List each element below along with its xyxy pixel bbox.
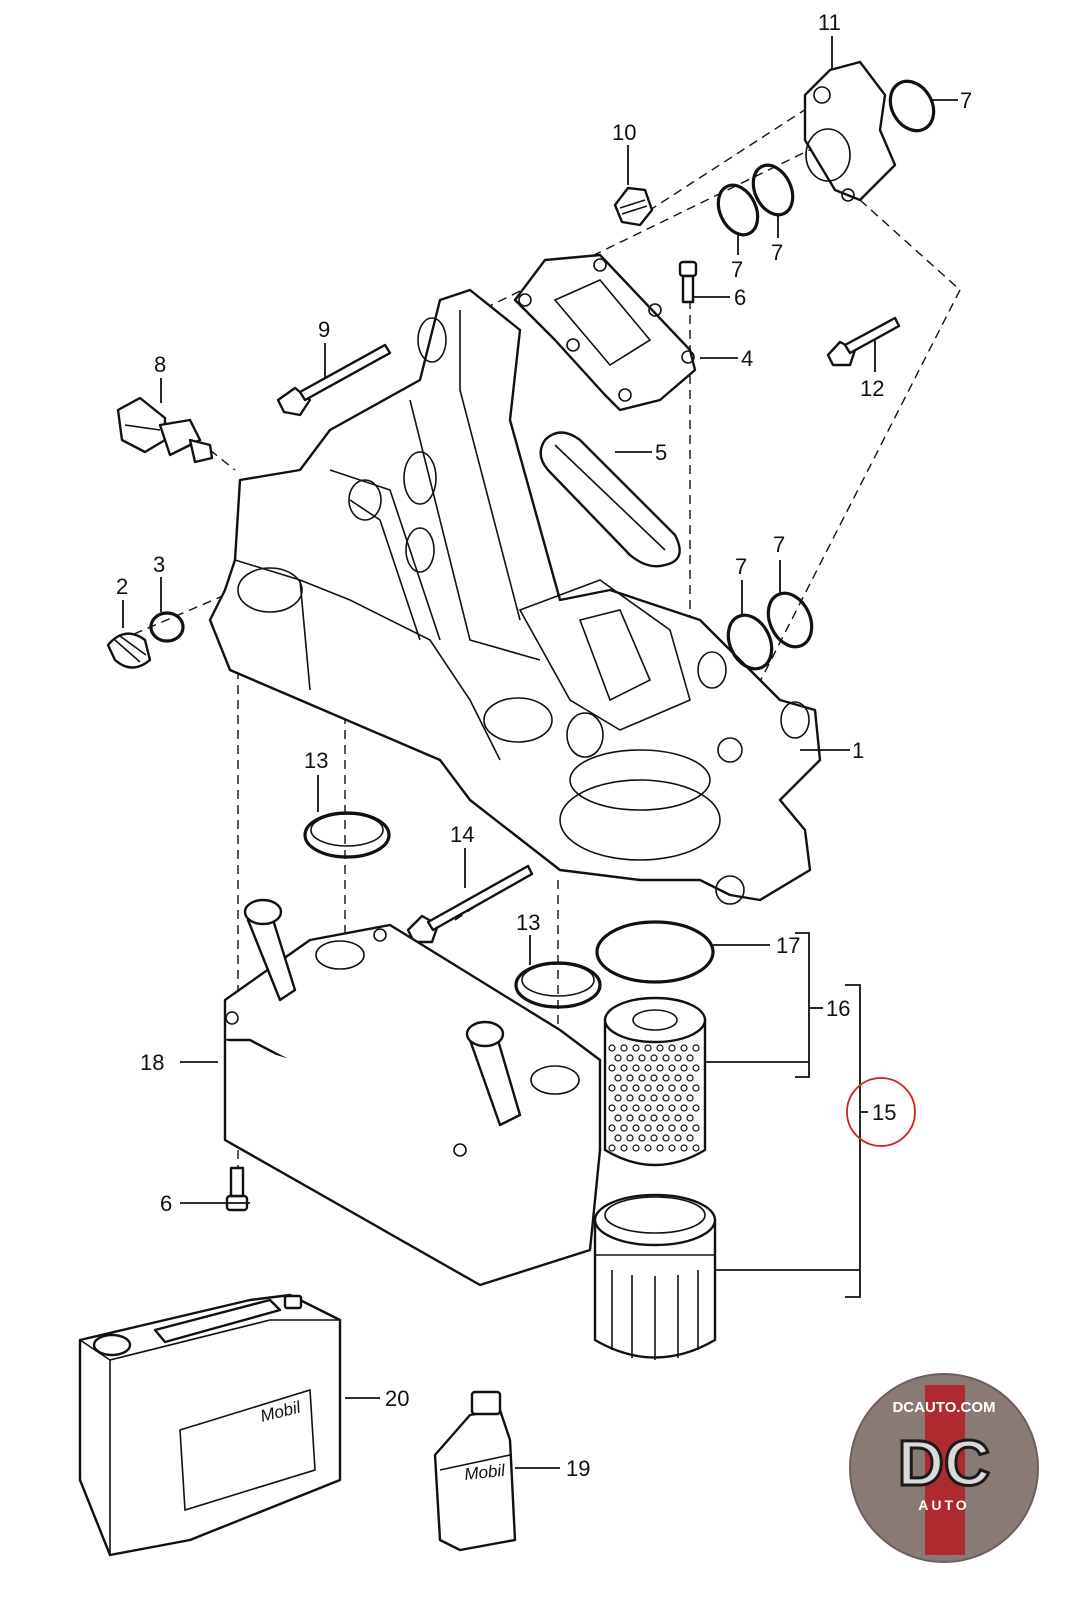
bolt-6-top bbox=[678, 260, 698, 304]
oil-filter-housing bbox=[208, 288, 822, 905]
callout-9: 9 bbox=[318, 317, 330, 342]
callout-20: 20 bbox=[385, 1386, 409, 1411]
callout-3: 3 bbox=[153, 552, 165, 577]
callout-13-upper: 13 bbox=[304, 748, 328, 773]
gasket-5-inner bbox=[554, 444, 666, 551]
o-ring-7-mid-a bbox=[716, 183, 760, 237]
filter-element bbox=[603, 996, 707, 1167]
filter-element-perforation bbox=[608, 1044, 700, 1152]
leader-lines bbox=[122, 36, 958, 1469]
callout-5: 5 bbox=[655, 440, 667, 465]
oil-canister: Mobil bbox=[78, 1293, 342, 1557]
callout-7-top-right: 7 bbox=[960, 88, 972, 113]
callout-18: 18 bbox=[140, 1050, 164, 1075]
callout-19: 19 bbox=[566, 1456, 590, 1481]
group-bracket-16 bbox=[795, 932, 823, 1078]
o-ring-7-lower-a bbox=[726, 613, 774, 671]
callout-11: 11 bbox=[818, 10, 841, 35]
logo-letters: DC bbox=[898, 1427, 990, 1499]
screw-plug-10 bbox=[613, 186, 654, 227]
callout-1: 1 bbox=[852, 738, 864, 763]
o-ring-7-top-right bbox=[888, 79, 936, 133]
callout-labels: 1 2 3 4 5 6 6 7 7 7 7 7 8 9 10 11 12 13 … bbox=[116, 10, 972, 1481]
cover-plate bbox=[513, 253, 697, 412]
bottle-brand-label: Mobil bbox=[463, 1461, 507, 1484]
drain-plug bbox=[106, 632, 152, 669]
bolt-9 bbox=[276, 343, 392, 417]
callout-12: 12 bbox=[860, 376, 884, 401]
bolt-12 bbox=[826, 316, 901, 367]
callout-17: 17 bbox=[776, 933, 800, 958]
callout-2: 2 bbox=[116, 574, 128, 599]
callout-6-top: 6 bbox=[734, 285, 746, 310]
oil-cooler bbox=[223, 898, 602, 1287]
o-ring-7-lower-b bbox=[766, 591, 814, 649]
oil-bottle: Mobil bbox=[433, 1390, 517, 1552]
flange-11 bbox=[803, 60, 897, 202]
o-ring-17 bbox=[595, 920, 715, 984]
callout-7-mid-a: 7 bbox=[731, 257, 743, 282]
callout-15: 15 bbox=[872, 1100, 896, 1125]
callout-14: 14 bbox=[450, 822, 474, 847]
callout-7-lower-b: 7 bbox=[773, 532, 785, 557]
callout-6-bottom: 6 bbox=[160, 1191, 172, 1216]
gasket-5 bbox=[539, 431, 681, 568]
callout-13-lower: 13 bbox=[516, 910, 540, 935]
filter-cap bbox=[593, 1193, 717, 1360]
o-ring-7-mid-b bbox=[751, 163, 795, 217]
retaining-ring-13-lower bbox=[514, 961, 602, 1009]
logo-top-text: DCAUTO.COM bbox=[892, 1399, 995, 1416]
callout-8: 8 bbox=[154, 352, 166, 377]
highlight-circle-15 bbox=[846, 1077, 916, 1147]
callout-4: 4 bbox=[741, 346, 753, 371]
callout-7-lower-a: 7 bbox=[735, 554, 747, 579]
callout-16: 16 bbox=[826, 996, 850, 1021]
retaining-ring-13-upper bbox=[303, 811, 391, 859]
logo-bottom-text: AUTO bbox=[918, 1497, 969, 1513]
group-bracket-15 bbox=[845, 984, 868, 1298]
callout-10: 10 bbox=[612, 120, 636, 145]
bolt-14 bbox=[406, 864, 534, 944]
o-ring-3 bbox=[149, 611, 185, 643]
dcauto-logo: DCAUTO.COM DC AUTO bbox=[849, 1373, 1039, 1563]
oil-pressure-sensor bbox=[116, 396, 214, 464]
callout-7-mid-b: 7 bbox=[771, 240, 783, 265]
